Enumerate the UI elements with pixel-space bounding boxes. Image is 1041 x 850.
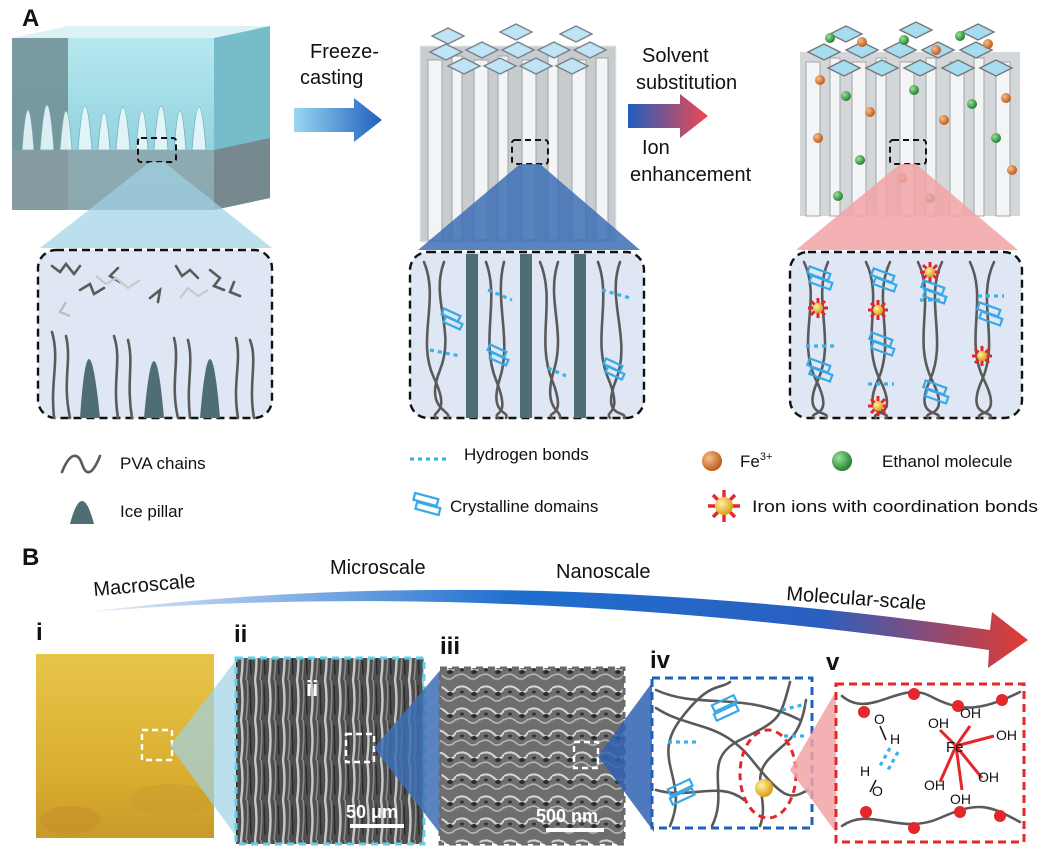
ice-pillar-2 — [144, 361, 164, 418]
oh-label-4: OH — [924, 777, 945, 793]
h-atom-bottom: H — [860, 763, 870, 779]
legend-pva-chains-label: PVA chains — [120, 454, 206, 473]
legend-ice-pillar-label: Ice pillar — [120, 502, 184, 521]
crystalline-domain-a — [440, 307, 464, 331]
molecular-schematic — [834, 682, 1026, 844]
legend-iron-coordination-icon — [708, 490, 740, 522]
sub-label-iv: iv — [650, 647, 671, 674]
zoom-cone-b4 — [790, 684, 840, 838]
sub-label-iii: iii — [440, 633, 460, 660]
zoom-cone-b3 — [598, 680, 654, 832]
o-atom-top: O — [874, 711, 885, 727]
fe-atom-label: Fe — [946, 739, 964, 756]
oh-label-6: OH — [978, 769, 999, 785]
panel-a-label: A — [22, 5, 39, 32]
zoom-cone-1 — [40, 162, 272, 248]
zoom-cone-b1 — [170, 660, 236, 836]
svg-text:Fe3+: Fe3+ — [740, 451, 772, 471]
scale-bar-iii-label: 500 nm — [536, 806, 598, 826]
solvent-substitution-arrow — [628, 94, 708, 138]
legend-fe3-icon — [702, 451, 722, 471]
freeze-casting-label-line1: Freeze- — [310, 41, 379, 63]
sub-label-v: v — [826, 649, 840, 676]
scale-label-nano: Nanoscale — [556, 561, 651, 583]
inset-label-ii: ii — [306, 676, 318, 701]
oh-label-2: OH — [960, 705, 981, 721]
coordination-sites — [808, 262, 992, 416]
inset-iron-coordination — [788, 250, 1024, 420]
sem-micrograph-nano — [438, 666, 626, 846]
oh-label-3: OH — [996, 727, 1017, 743]
ion-scaffold-illustration — [800, 21, 1020, 217]
sub-label-ii: ii — [234, 621, 247, 648]
scale-bar-ii-label: 50 μm — [346, 802, 398, 822]
zoom-cone-3 — [796, 164, 1018, 250]
legend-crystalline-label: Crystalline domains — [450, 497, 598, 516]
panel-b-label: B — [22, 544, 39, 571]
scale-gradient-arrow — [88, 589, 1028, 668]
o-atom-bottom: O — [872, 783, 883, 799]
freeze-casting-label-line2: casting — [300, 67, 363, 89]
ice-pillar-3 — [200, 359, 220, 418]
ice-pillar-1 — [80, 359, 100, 418]
scale-label-micro: Microscale — [330, 557, 426, 579]
zoom-cone-b2 — [374, 668, 442, 836]
solvent-substitution-label-line1: Solvent — [642, 45, 709, 67]
ion-enhancement-label-line2: enhancement — [630, 164, 752, 186]
legend-crystalline-icon — [412, 491, 442, 517]
oh-label-5: OH — [950, 791, 971, 807]
legend-fe3-label: Fe — [740, 452, 760, 471]
legend-iron-coordination-label: Iron ions with coordination bonds — [752, 497, 1038, 516]
legend-pva-chains — [60, 454, 102, 474]
inset-hbond-crystal — [408, 250, 646, 420]
solvent-substitution-label-line2: substitution — [636, 72, 737, 94]
h-atom-top: H — [890, 731, 900, 747]
nanoscale-schematic — [650, 676, 814, 830]
crystalline-domain-b — [486, 343, 510, 367]
legend-ethanol-label: Ethanol molecule — [882, 452, 1012, 471]
legend-ice-pillar-icon — [70, 501, 94, 524]
legend-ethanol-icon — [832, 451, 852, 471]
legend-hbond-label: Hydrogen bonds — [464, 445, 589, 464]
sub-label-i: i — [36, 619, 43, 646]
zoom-cone-2 — [418, 164, 640, 250]
scale-label-macro: Macroscale — [93, 570, 197, 601]
freeze-casting-arrow — [294, 98, 382, 142]
inset-pva-ice — [36, 248, 274, 420]
crystalline-domain-c — [602, 357, 626, 381]
legend-fe3-superscript: 3+ — [760, 451, 773, 463]
ion-enhancement-label-line1: Ion — [642, 137, 670, 159]
oh-label-1: OH — [928, 715, 949, 731]
fe3-ions-scatter — [813, 37, 1017, 183]
